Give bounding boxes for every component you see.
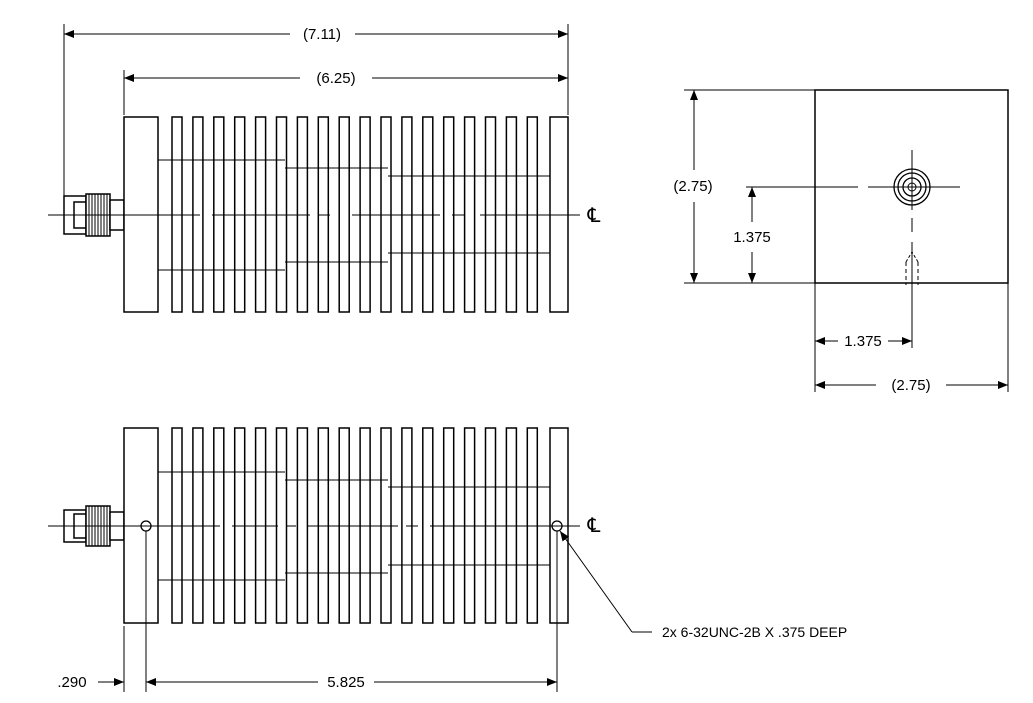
hole-spacing-label: 5.825 bbox=[327, 674, 365, 691]
connector-height-label: 1.375 bbox=[733, 229, 771, 246]
flange-offset-label: .290 bbox=[57, 674, 86, 691]
hole-note: 2x 6-32UNC-2B X .375 DEEP bbox=[662, 624, 847, 640]
fin bbox=[338, 116, 350, 313]
centerline: ℄ bbox=[48, 513, 601, 537]
top-view: (7.11) (6.25) bbox=[48, 24, 601, 313]
hidden-tapped-hole bbox=[905, 218, 919, 348]
fin bbox=[463, 116, 476, 313]
dimension-hole-spacing: 5.825 bbox=[146, 531, 558, 692]
bottom-view: ℄ 2x 6-32UNC-2B X .375 DEEP .290 5.825 bbox=[48, 427, 847, 692]
dimension-body-length: (6.25) bbox=[123, 70, 568, 115]
fin bbox=[296, 427, 309, 624]
overall-length-label: (7.11) bbox=[303, 26, 341, 43]
centerline-symbol: ℄ bbox=[587, 203, 601, 227]
end-height-label: (2.75) bbox=[673, 178, 712, 195]
end-width-label: (2.75) bbox=[891, 377, 930, 394]
connector-offset-label: 1.375 bbox=[844, 333, 882, 350]
centerline: ℄ bbox=[48, 203, 601, 227]
dimension-end-height: (2.75) bbox=[673, 89, 815, 284]
dimension-connector-height: 1.375 bbox=[733, 187, 771, 283]
connector-face bbox=[746, 150, 960, 210]
dimension-flange-offset: .290 bbox=[57, 531, 147, 692]
body-length-label: (6.25) bbox=[316, 70, 355, 87]
dimension-overall-length: (7.11) bbox=[63, 24, 569, 200]
dimension-end-width: (2.75) bbox=[815, 283, 1009, 394]
centerline-symbol: ℄ bbox=[587, 513, 601, 537]
end-view: (2.75) 1.375 1.375 (2.75) bbox=[673, 89, 1009, 394]
dimension-connector-offset: 1.375 bbox=[814, 283, 912, 392]
hole-note-leader: 2x 6-32UNC-2B X .375 DEEP bbox=[559, 530, 847, 640]
